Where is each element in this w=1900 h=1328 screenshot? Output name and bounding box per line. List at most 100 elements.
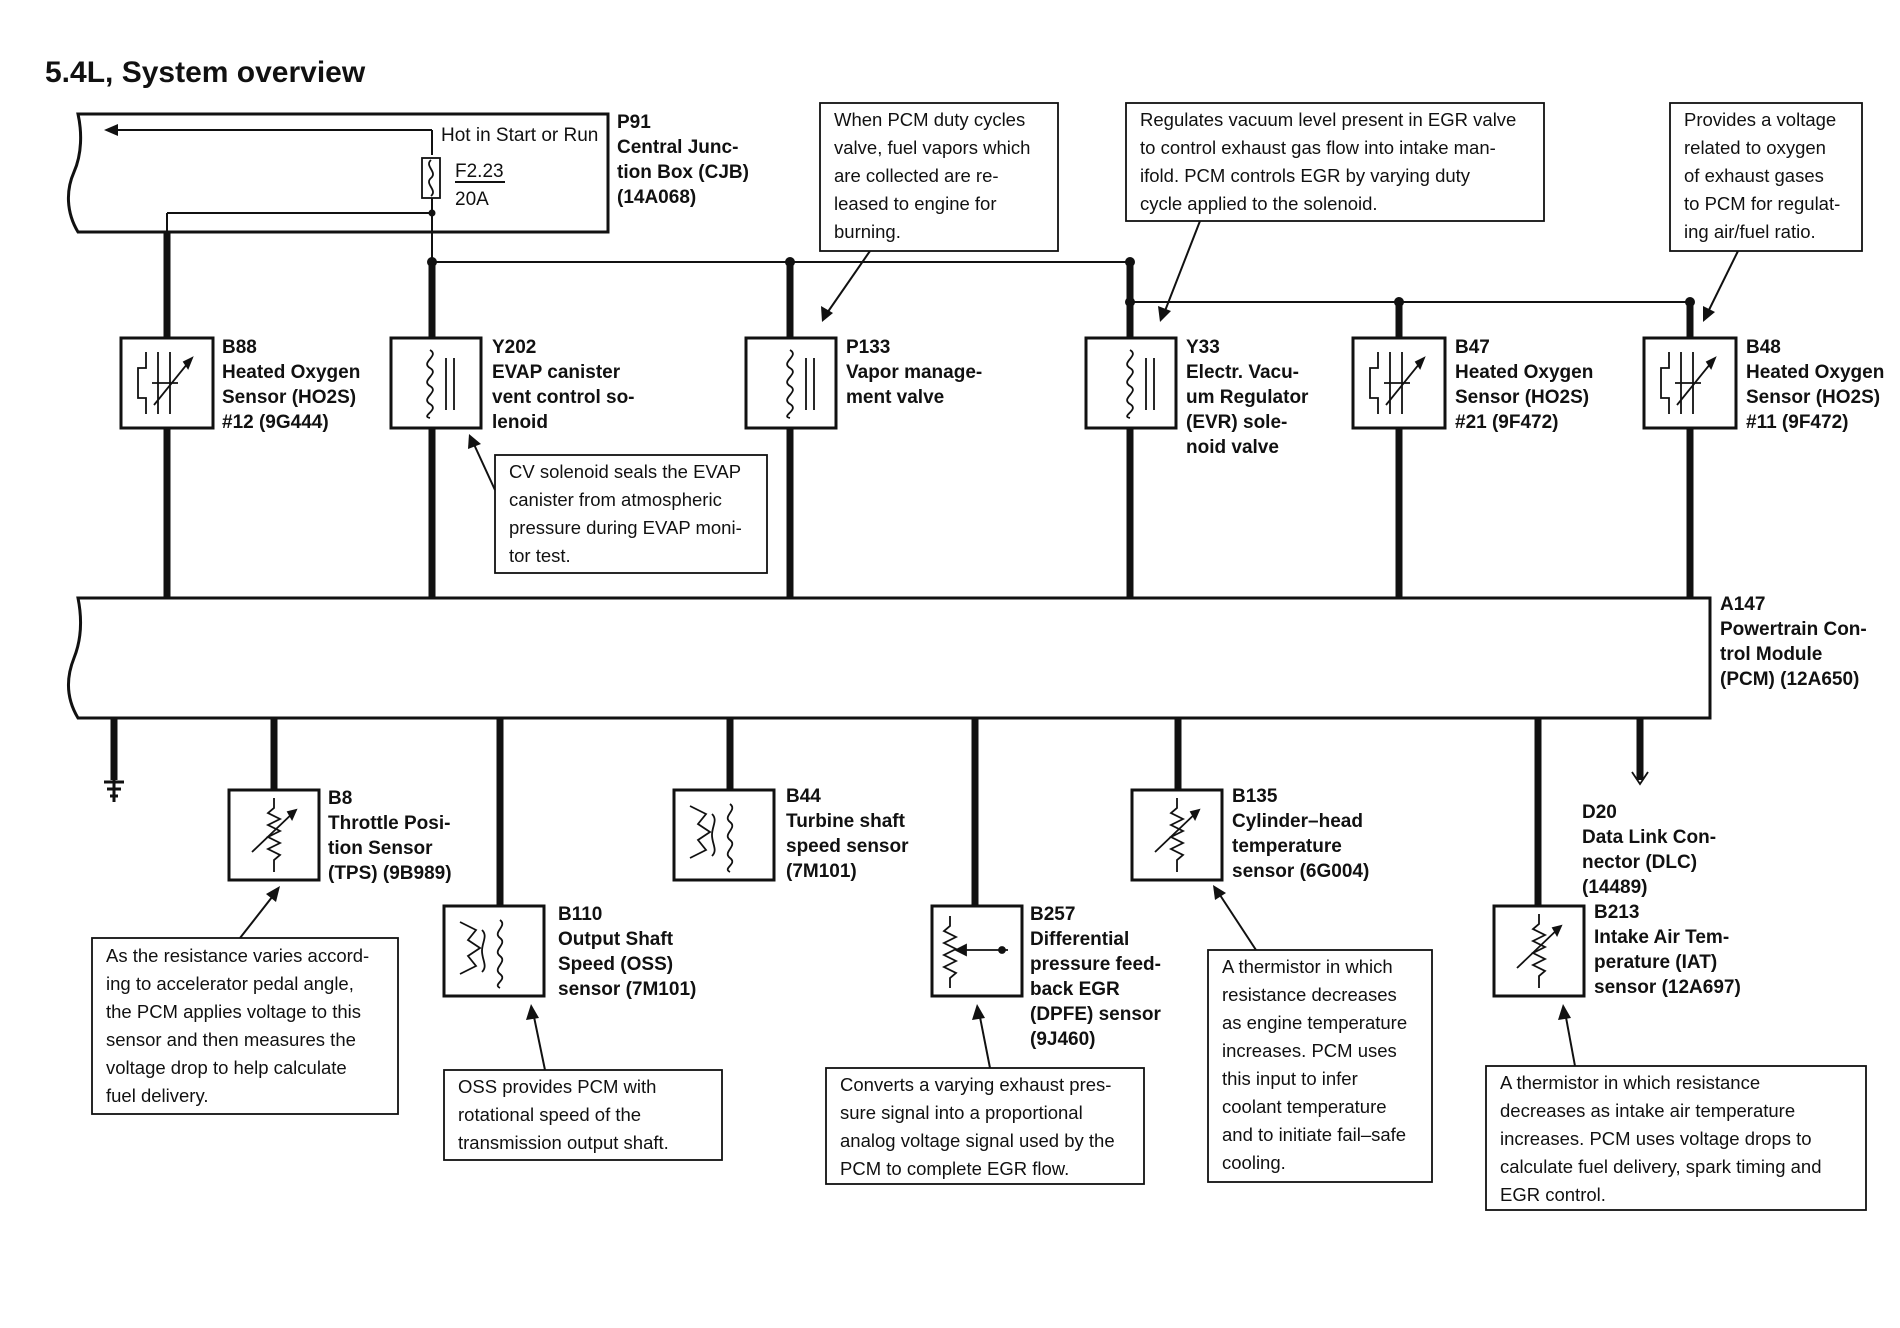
b44-desc: (7M101): [786, 861, 857, 882]
ground-icon: [104, 780, 124, 802]
svg-text:sensor and then measures the: sensor and then measures the: [106, 1029, 356, 1050]
y202-desc: lenoid: [492, 412, 548, 433]
svg-text:are collected are re-: are collected are re-: [834, 165, 999, 186]
cjb-id: P91: [617, 112, 651, 133]
arrow-icon: [468, 434, 481, 449]
b8-desc: tion Sensor: [328, 838, 433, 859]
cjb-name-line: (14A068): [617, 187, 696, 208]
b110-desc: sensor (7M101): [558, 979, 696, 1000]
b257-id: B257: [1030, 904, 1075, 925]
p133-id: P133: [846, 337, 890, 358]
svg-text:canister from atmospheric: canister from atmospheric: [509, 489, 722, 510]
y202-id: Y202: [492, 337, 536, 358]
thermistor-icon: [1154, 798, 1201, 872]
d20-id: D20: [1582, 802, 1617, 823]
page-title: 5.4L, System overview: [45, 56, 366, 89]
svg-text:increases. PCM uses voltage d: increases. PCM uses voltage drops to: [1500, 1128, 1812, 1149]
svg-text:coolant temperature: coolant temperature: [1222, 1096, 1387, 1117]
d20-desc: nector (DLC): [1582, 852, 1697, 873]
hot-arrow-icon: [104, 124, 118, 136]
svg-text:voltage drop to help calculate: voltage drop to help calculate: [106, 1057, 347, 1078]
b135-desc: Cylinder–head: [1232, 811, 1363, 832]
b110-desc: Output Shaft: [558, 929, 674, 950]
fuse-amps: 20A: [455, 189, 489, 210]
svg-text:decreases as intake air temper: decreases as intake air temperature: [1500, 1100, 1795, 1121]
component-b48: [1642, 336, 1738, 430]
oxygen-sensor-icon: [137, 352, 194, 414]
b110-desc: Speed (OSS): [558, 954, 673, 975]
b257-desc: back EGR: [1030, 979, 1120, 1000]
y202-desc: vent control so-: [492, 387, 635, 408]
svg-text:burning.: burning.: [834, 221, 901, 242]
b8-id: B8: [328, 788, 352, 809]
svg-text:sure signal into a proportiona: sure signal into a proportional: [840, 1102, 1083, 1123]
oxygen-sensor-icon: [1660, 352, 1717, 414]
speed-sensor-icon: [689, 803, 734, 873]
svg-text:increases. PCM uses: increases. PCM uses: [1222, 1040, 1397, 1061]
arrow-icon: [1158, 306, 1171, 322]
svg-text:cycle applied to the solenoid.: cycle applied to the solenoid.: [1140, 193, 1378, 214]
svg-text:A thermistor in which: A thermistor in which: [1222, 956, 1393, 977]
b257-desc: pressure feed-: [1030, 954, 1161, 975]
d20-desc: Data Link Con-: [1582, 827, 1716, 848]
svg-text:this input to infer: this input to infer: [1222, 1068, 1358, 1089]
pcm-name-line: (PCM) (12A650): [1720, 669, 1859, 690]
cjb-box: [66, 112, 610, 234]
hot-label: Hot in Start or Run: [441, 125, 598, 146]
pcm-box: [66, 596, 1712, 720]
svg-text:tor test.: tor test.: [509, 545, 571, 566]
b213-desc: Intake Air Tem-: [1594, 927, 1729, 948]
b8-desc: (TPS) (9B989): [328, 863, 452, 884]
svg-text:of exhaust gases: of exhaust gases: [1684, 165, 1824, 186]
note-tps: As the resistance varies accord- ing to …: [91, 937, 399, 1115]
svg-text:leased to engine for: leased to engine for: [834, 193, 997, 214]
oxygen-sensor-icon: [1369, 352, 1426, 414]
component-b88: [119, 336, 215, 430]
component-b257: [930, 904, 1024, 998]
b44-id: B44: [786, 786, 821, 807]
b47-desc: Sensor (HO2S): [1455, 387, 1589, 408]
thermistor-icon: [1516, 914, 1563, 988]
component-b135: [1130, 788, 1224, 882]
d20-desc: (14489): [1582, 877, 1648, 898]
component-p133: [744, 336, 838, 430]
b213-desc: perature (IAT): [1594, 952, 1717, 973]
solenoid-icon: [786, 349, 815, 419]
pcm-name-line: trol Module: [1720, 644, 1822, 665]
b257-desc: (9J460): [1030, 1029, 1096, 1050]
arrow-icon: [821, 306, 833, 322]
b44-desc: speed sensor: [786, 836, 909, 857]
svg-text:ing air/fuel ratio.: ing air/fuel ratio.: [1684, 221, 1816, 242]
y202-desc: EVAP canister: [492, 362, 621, 383]
speed-sensor-icon: [459, 919, 504, 989]
component-b8: [227, 788, 321, 882]
svg-text:As the resistance varies accor: As the resistance varies accord-: [106, 945, 369, 966]
note-cv: CV solenoid seals the EVAP canister from…: [494, 454, 768, 574]
y33-id: Y33: [1186, 337, 1220, 358]
svg-text:to PCM for regulat-: to PCM for regulat-: [1684, 193, 1840, 214]
b213-desc: sensor (12A697): [1594, 977, 1741, 998]
component-b47: [1351, 336, 1447, 430]
b47-id: B47: [1455, 337, 1490, 358]
pcm-name-line: Powertrain Con-: [1720, 619, 1867, 640]
potentiometer-icon: [941, 916, 1008, 988]
arrow-icon: [526, 1004, 539, 1020]
b88-id: B88: [222, 337, 257, 358]
b213-id: B213: [1594, 902, 1639, 923]
component-b44: [672, 788, 776, 882]
svg-text:Provides a voltage: Provides a voltage: [1684, 109, 1836, 130]
b47-desc: #21 (9F472): [1455, 412, 1559, 433]
arrow-icon: [972, 1004, 985, 1020]
component-b213: [1492, 904, 1586, 998]
y33-desc: noid valve: [1186, 437, 1279, 458]
note-ho2s: Provides a voltage related to oxygen of …: [1669, 102, 1863, 252]
note-vmv: When PCM duty cycles valve, fuel vapors …: [819, 102, 1059, 252]
b88-desc: #12 (9G444): [222, 412, 329, 433]
arrow-icon: [1213, 885, 1226, 900]
b47-desc: Heated Oxygen: [1455, 362, 1593, 383]
svg-text:ing to accelerator pedal angle: ing to accelerator pedal angle,: [106, 973, 354, 994]
note-iat: A thermistor in which resistance decreas…: [1485, 1065, 1867, 1211]
b48-desc: Heated Oxygen: [1746, 362, 1884, 383]
b88-desc: Sensor (HO2S): [222, 387, 356, 408]
